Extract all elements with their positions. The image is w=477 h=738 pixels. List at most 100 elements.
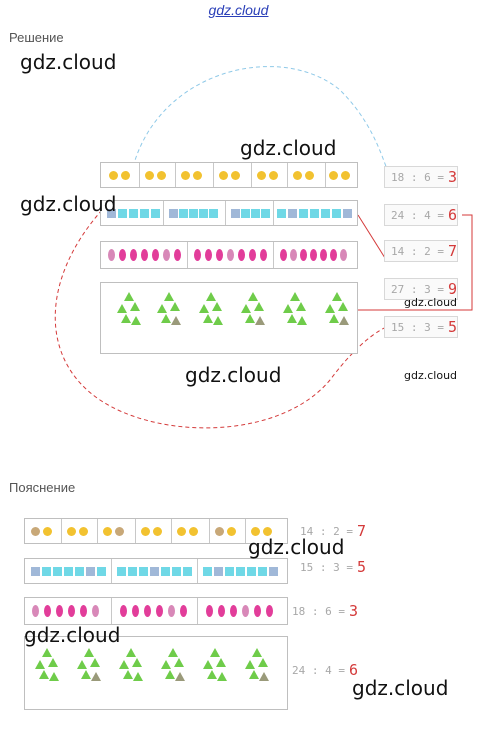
watermark: gdz.cloud — [185, 363, 282, 387]
triangle-icon — [254, 302, 264, 311]
watermark: gdz.cloud — [24, 623, 121, 647]
square-icon — [150, 567, 159, 576]
square-icon — [343, 209, 352, 218]
oval-icon — [194, 249, 201, 261]
solution-equation: 14 : 2 =7 — [384, 240, 458, 262]
explanation-equation: 14 : 2 =7 — [300, 521, 366, 541]
watermark: gdz.cloud — [248, 535, 345, 559]
oval-icon — [216, 249, 223, 261]
triangle-icon — [290, 292, 300, 301]
equation-expression: 15 : 3 = — [300, 560, 353, 574]
oval-icon — [92, 605, 99, 617]
dot-icon — [121, 171, 130, 180]
triangle-icon — [338, 302, 348, 311]
triangle-icon — [206, 292, 216, 301]
cell-divider — [213, 163, 214, 187]
site-header-link[interactable]: gdz.cloud — [208, 2, 269, 18]
square-icon — [288, 209, 297, 218]
square-icon — [139, 567, 148, 576]
dot-icon — [109, 171, 118, 180]
cell-divider — [97, 519, 98, 543]
dot-icon — [269, 171, 278, 180]
square-icon — [129, 209, 138, 218]
triangle-icon — [283, 304, 293, 313]
triangle-icon — [210, 648, 220, 657]
triangle-icon — [258, 658, 268, 667]
equation-expression: 18 : 6 = — [391, 170, 444, 184]
cell-divider — [209, 519, 210, 543]
triangle-icon — [121, 314, 131, 323]
square-icon — [247, 567, 256, 576]
triangle-icon — [248, 292, 258, 301]
square-icon — [161, 567, 170, 576]
cell-divider — [325, 163, 326, 187]
triangle-icon — [297, 316, 307, 325]
oval-icon — [238, 249, 245, 261]
oval-icon — [227, 249, 234, 261]
triangle-icon — [241, 304, 251, 313]
triangle-icon — [164, 292, 174, 301]
triangle-icon — [217, 672, 227, 681]
dot-icon — [231, 171, 240, 180]
oval-icon — [168, 605, 175, 617]
dot-icon — [43, 527, 52, 536]
oval-icon — [254, 605, 261, 617]
dot-icon — [189, 527, 198, 536]
explanation-row-pink-ovals — [24, 597, 288, 625]
triangle-icon — [174, 658, 184, 667]
triangle-icon — [170, 302, 180, 311]
dot-icon — [293, 171, 302, 180]
oval-icon — [230, 605, 237, 617]
triangle-icon — [212, 302, 222, 311]
square-icon — [117, 567, 126, 576]
square-icon — [241, 209, 250, 218]
cell-divider — [139, 163, 140, 187]
cell-divider — [175, 163, 176, 187]
oval-icon — [180, 605, 187, 617]
cell-divider — [273, 201, 274, 225]
triangle-icon — [287, 314, 297, 323]
oval-icon — [120, 605, 127, 617]
red-link-line-1 — [357, 214, 386, 259]
oval-icon — [280, 249, 287, 261]
watermark: gdz.cloud — [404, 369, 458, 382]
triangle-icon — [207, 670, 217, 679]
solution-section-title: Решение — [9, 30, 64, 45]
oval-icon — [32, 605, 39, 617]
triangle-icon — [249, 670, 259, 679]
red-link-curve — [54, 209, 389, 429]
dot-icon — [251, 527, 260, 536]
equation-result: 9 — [447, 280, 458, 298]
cell-divider — [187, 242, 188, 268]
triangle-icon — [49, 672, 59, 681]
blue-link-curve — [129, 66, 389, 181]
dot-icon — [141, 527, 150, 536]
equation-result: 5 — [447, 318, 458, 336]
watermark: gdz.cloud — [240, 136, 337, 160]
oval-icon — [320, 249, 327, 261]
square-icon — [151, 209, 160, 218]
triangle-icon — [84, 648, 94, 657]
oval-icon — [300, 249, 307, 261]
oval-icon — [218, 605, 225, 617]
oval-icon — [242, 605, 249, 617]
square-icon — [75, 567, 84, 576]
solution-row-triangle-groups — [100, 282, 358, 354]
oval-icon — [163, 249, 170, 261]
oval-icon — [266, 605, 273, 617]
square-icon — [321, 209, 330, 218]
triangle-icon — [157, 304, 167, 313]
triangle-icon — [126, 648, 136, 657]
triangle-icon — [81, 670, 91, 679]
dot-icon — [219, 171, 228, 180]
equation-result: 7 — [356, 522, 367, 540]
oval-icon — [330, 249, 337, 261]
explanation-row-cyan-squares — [24, 558, 288, 584]
square-icon — [31, 567, 40, 576]
triangle-icon — [245, 314, 255, 323]
triangle-icon — [117, 304, 127, 313]
dot-icon — [103, 527, 112, 536]
cell-divider — [163, 201, 164, 225]
cell-divider — [287, 163, 288, 187]
oval-icon — [206, 605, 213, 617]
